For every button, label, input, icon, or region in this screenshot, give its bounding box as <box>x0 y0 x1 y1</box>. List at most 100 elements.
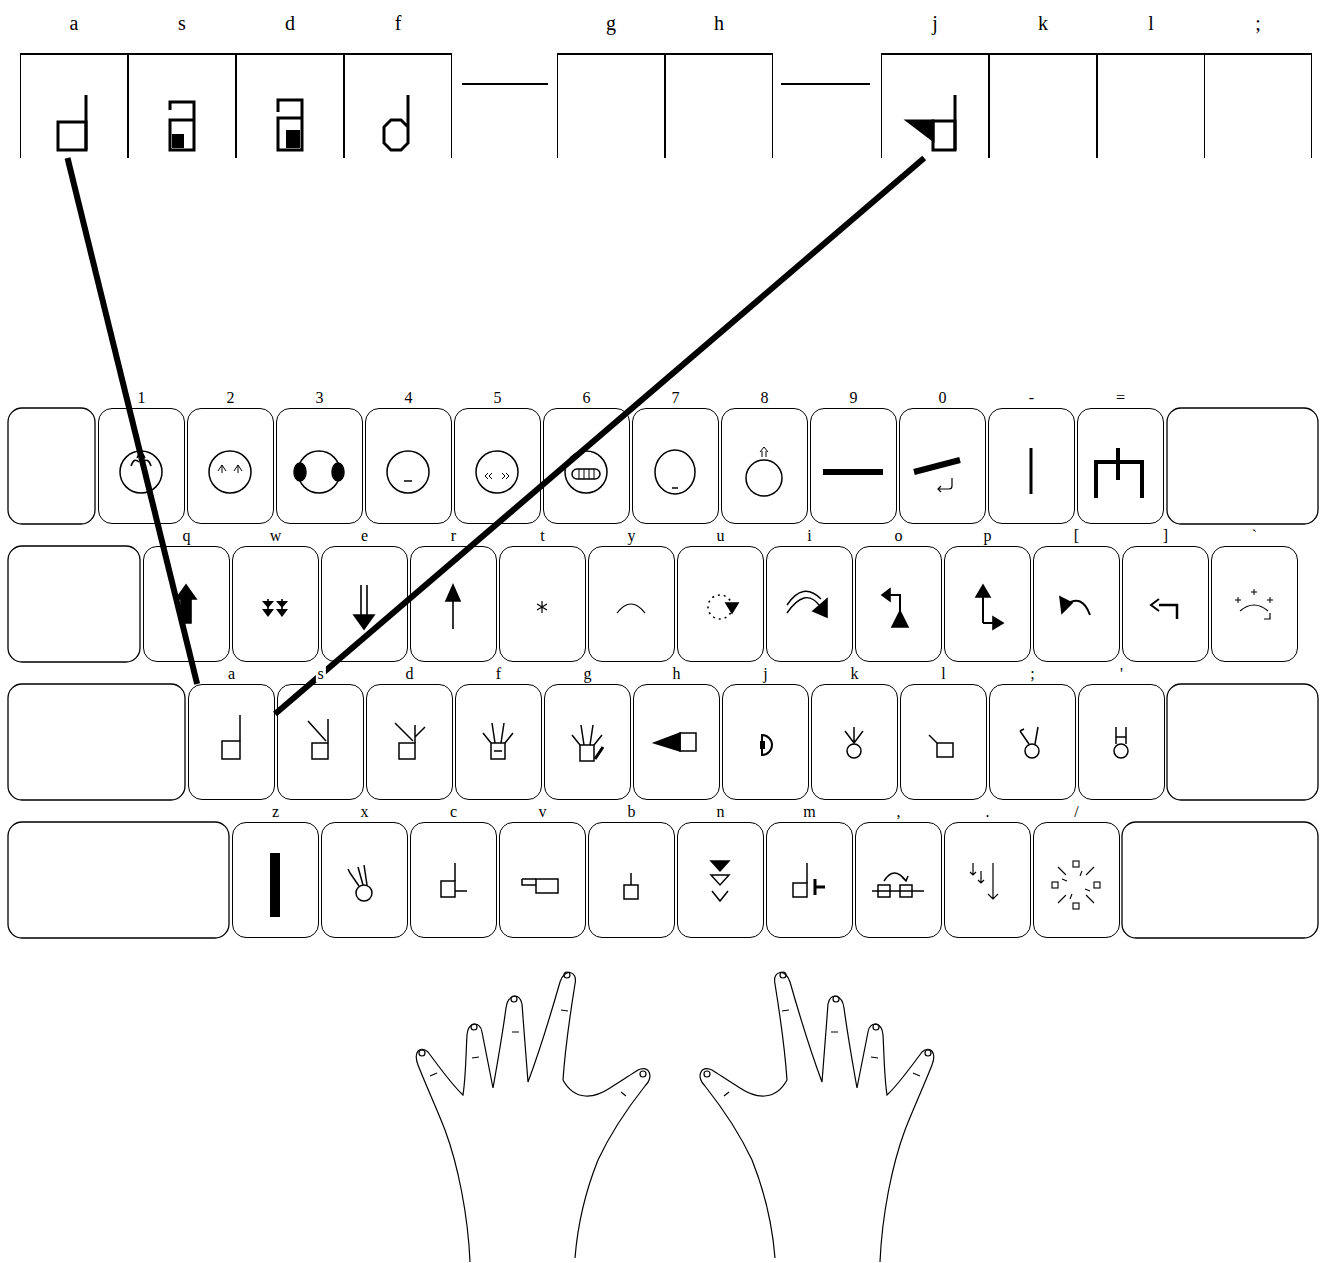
key-label: f <box>393 13 404 33</box>
blank-key <box>8 408 95 524</box>
keyboard-key: a <box>188 684 275 800</box>
keyboard-key: s <box>277 684 364 800</box>
keyboard-key: i <box>766 546 853 662</box>
misc-symbols <box>624 885 638 899</box>
key-label: d <box>283 13 297 33</box>
handshape-symbols <box>1020 727 1039 758</box>
key-label: x <box>359 804 371 820</box>
top-handshape <box>933 121 955 150</box>
handshape-symbols <box>308 719 328 743</box>
keyboard-key: 2 <box>187 408 274 524</box>
finger-slot-box: ; <box>1204 53 1312 158</box>
movement-symbols <box>1151 599 1177 619</box>
keyboard-key: ] <box>1122 546 1209 662</box>
movement-symbols <box>1151 599 1159 611</box>
key-label: 7 <box>670 390 682 406</box>
keyboard-key: l <box>900 684 987 800</box>
keyboard-key: m <box>766 822 853 938</box>
hand-outline <box>511 996 517 1002</box>
movement-symbols <box>262 601 288 617</box>
finger-slot-box: g <box>557 53 665 158</box>
handshape-symbols <box>572 725 603 761</box>
key-label: o <box>893 528 905 544</box>
keyboard-key: = <box>1077 408 1164 524</box>
keyboard-key: ; <box>989 684 1076 800</box>
hand-outline <box>471 1024 477 1030</box>
face-symbols <box>760 447 768 457</box>
hand-outline <box>416 972 650 1262</box>
blank-key <box>8 408 1318 938</box>
key-label: 5 <box>492 390 504 406</box>
key-label: a <box>226 666 237 682</box>
key-label: ] <box>1161 528 1170 544</box>
face-symbols <box>914 460 960 492</box>
handshape-symbols <box>760 741 765 749</box>
blank-key <box>1167 408 1318 524</box>
face-symbols <box>1096 448 1142 498</box>
handshape-symbols <box>929 735 937 743</box>
face-symbols <box>332 463 344 481</box>
face-symbols <box>404 480 412 482</box>
key-label: s <box>315 666 325 682</box>
top-handshape <box>58 95 955 150</box>
misc-symbols <box>806 863 808 883</box>
key-label: v <box>537 804 549 820</box>
face-symbols <box>1030 448 1032 494</box>
keyboard-key: 5 <box>454 408 541 524</box>
face-symbols <box>209 451 251 493</box>
movement-symbols <box>787 591 827 617</box>
keyboard-key: r <box>410 546 497 662</box>
keyboard-key: g <box>544 684 631 800</box>
blank-key <box>8 684 185 800</box>
key-label: , <box>895 804 903 820</box>
handshape-symbols <box>308 719 328 759</box>
handshape-symbols <box>937 743 953 757</box>
keyboard-key: 8 <box>721 408 808 524</box>
top-handshape <box>172 134 184 148</box>
face-symbols <box>823 469 883 475</box>
key-label: i <box>805 528 813 544</box>
movement-symbols <box>976 585 1003 629</box>
blank-key <box>8 546 140 662</box>
misc-symbols <box>1073 903 1079 909</box>
handshape-symbols <box>395 723 425 759</box>
misc-symbols <box>441 881 455 897</box>
face-symbols <box>209 451 251 493</box>
key-label: n <box>715 804 727 820</box>
misc-symbols <box>1073 861 1079 867</box>
key-label: 6 <box>581 390 593 406</box>
key-label: j <box>930 13 940 33</box>
misc-symbols <box>970 863 998 899</box>
key-label: k <box>1036 13 1050 33</box>
keyboard-key: 7 <box>632 408 719 524</box>
handshape-symbols <box>1116 727 1126 744</box>
top-handshape <box>286 130 300 148</box>
key-label: / <box>1072 804 1080 820</box>
misc-symbols <box>536 879 558 893</box>
group-dash <box>462 83 870 85</box>
movement-symbols <box>446 585 460 629</box>
keyboard-key: 3 <box>276 408 363 524</box>
key-label: = <box>1114 390 1127 406</box>
handshape-symbols <box>929 735 953 757</box>
hand-outline <box>419 1050 425 1056</box>
keyboard-key: h <box>633 684 720 800</box>
key-label: l <box>939 666 947 682</box>
misc-symbols <box>1058 867 1094 903</box>
key-label: w <box>268 528 284 544</box>
misc-symbols <box>348 865 367 886</box>
hand-outline <box>564 972 570 978</box>
handshape-symbols <box>595 747 603 759</box>
face-symbols <box>218 465 242 473</box>
misc-symbols <box>711 861 729 871</box>
movement-symbols <box>1060 597 1090 615</box>
misc-symbols <box>970 863 998 899</box>
misc-symbols <box>872 873 924 891</box>
face-symbols <box>1116 448 1120 480</box>
keyboard-key: x <box>321 822 408 938</box>
keyboard-key: z <box>232 822 319 938</box>
handshape-symbols <box>760 735 772 755</box>
handshape-symbols <box>654 733 680 751</box>
blank-key <box>8 822 229 938</box>
keyboard-key: f <box>455 684 542 800</box>
